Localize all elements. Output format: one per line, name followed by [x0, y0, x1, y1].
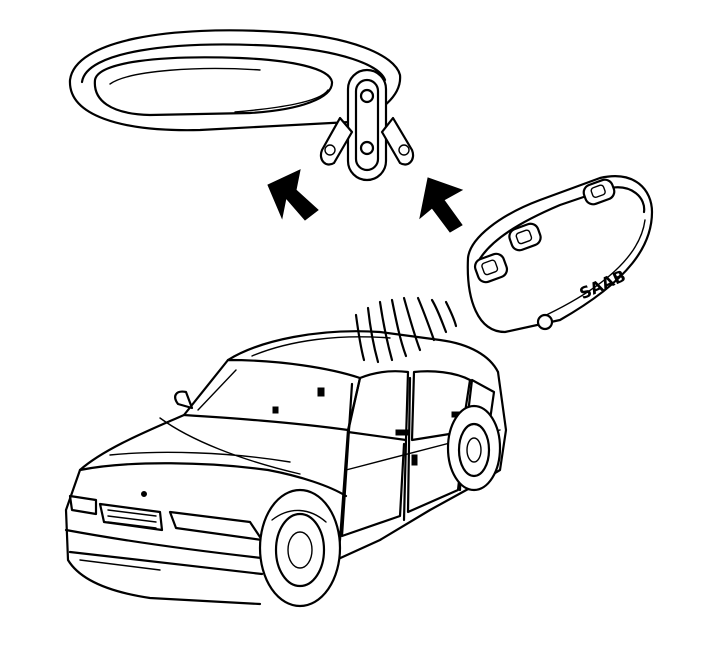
arrow-left-icon [267, 169, 319, 221]
signal-waves-icon [354, 296, 458, 364]
key-fob-icon: SAAB [466, 175, 654, 334]
car-icon [64, 330, 508, 608]
overhead-console-icon [68, 29, 415, 182]
arrow-right-icon [419, 177, 464, 233]
